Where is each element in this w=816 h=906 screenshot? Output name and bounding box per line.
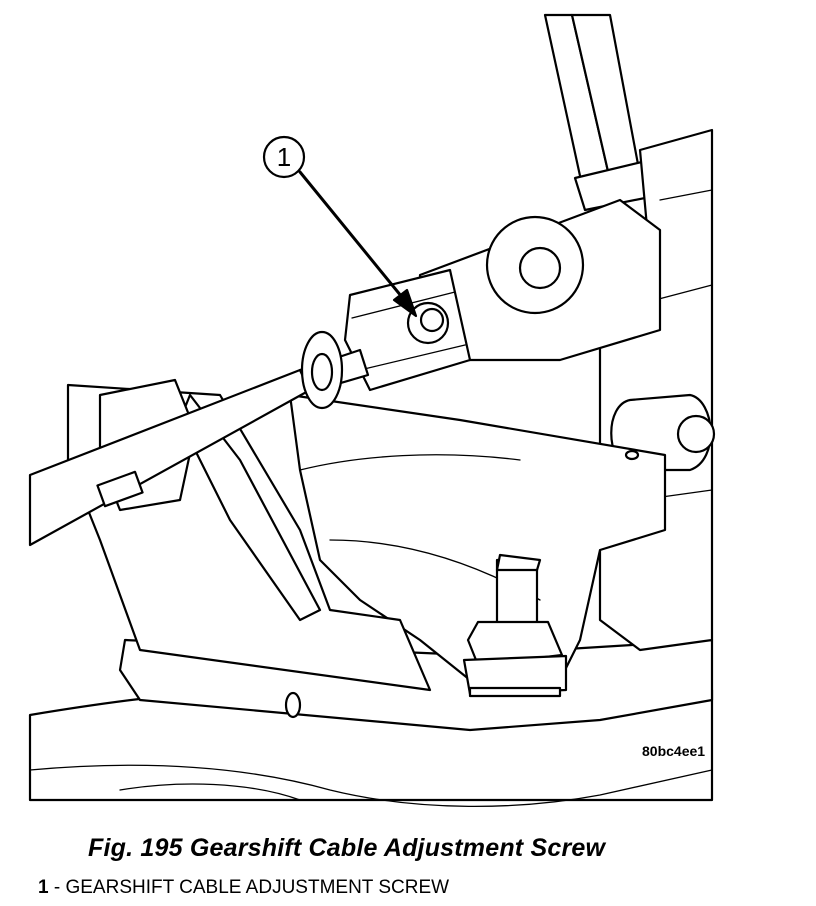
callout-circle (262, 135, 306, 179)
cable-grommet-inner (310, 352, 334, 392)
figure-caption: Fig. 195 Gearshift Cable Adjustment Scre… (88, 834, 606, 862)
floor-pan-rib (119, 783, 301, 801)
legend-separator: - (48, 877, 66, 898)
callout-number: 1 (277, 142, 291, 172)
legend-number: 1 (38, 877, 49, 898)
cable-adjuster-block (343, 268, 472, 392)
mounting-base-washer (468, 686, 562, 698)
adjustment-screw-head (419, 307, 445, 333)
callout-arrowhead (392, 288, 418, 318)
callout-leader (298, 170, 408, 304)
legend: 1 - GEARSHIFT CABLE ADJUSTMENT SCREW (38, 877, 449, 899)
floor-pan-edge (29, 764, 713, 808)
stud-top (495, 553, 542, 572)
plate-hole (284, 691, 302, 719)
cable-clip-tab (96, 470, 144, 508)
pivot-boss-inner (518, 246, 562, 290)
figure-code: 80bc4ee1 (642, 743, 705, 759)
legend-label: GEARSHIFT CABLE ADJUSTMENT SCREW (65, 877, 450, 898)
right-bushing-cap (676, 414, 716, 454)
gearshift-illustration: 1 80bc4ee1 (28, 13, 716, 808)
mounting-washer (462, 654, 568, 696)
bracket-hole (624, 449, 640, 461)
